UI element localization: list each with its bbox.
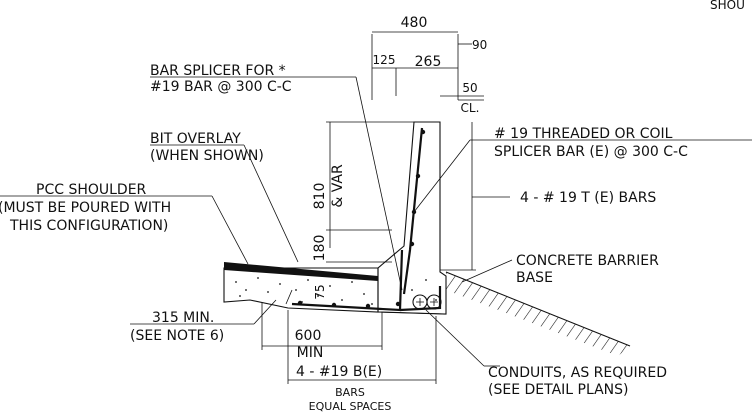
dim-480: 480 <box>401 15 428 31</box>
label-t-bars: 4 - # 19 T (E) BARS <box>520 190 656 206</box>
concrete-barrier <box>377 121 447 315</box>
dim-cl: CL. <box>461 101 480 115</box>
corner-text: SHOU <box>710 0 745 12</box>
label-b-bars-1: 4 - #19 B(E) <box>296 364 382 380</box>
label-bar-splicer-2: #19 BAR @ 300 C-C <box>150 79 292 95</box>
bit-overlay <box>224 262 378 281</box>
dim-75: 75 <box>313 284 327 299</box>
label-315-min: 315 MIN. <box>152 310 214 326</box>
dim-265: 265 <box>415 54 442 70</box>
label-b-bars-2: BARS <box>335 386 365 399</box>
dim-125: 125 <box>373 53 396 67</box>
label-see-note-6: (SEE NOTE 6) <box>130 328 224 344</box>
label-conduits-1: CONDUITS, AS REQUIRED <box>488 365 667 381</box>
label-threaded-2: SPLICER BAR (E) @ 300 C-C <box>494 144 688 160</box>
label-pcc-1: PCC SHOULDER <box>36 182 147 198</box>
label-pcc-3: THIS CONFIGURATION) <box>9 218 168 234</box>
dim-50: 50 <box>462 81 477 95</box>
label-bit-overlay-1: BIT OVERLAY <box>150 131 241 147</box>
dim-600: 600 <box>295 328 322 344</box>
dim-90: 90 <box>472 38 487 52</box>
dim-810: 810 <box>312 183 328 210</box>
label-barrier-1: CONCRETE BARRIER <box>516 253 659 269</box>
labels: BAR SPLICER FOR * #19 BAR @ 300 C-C # 19… <box>0 63 752 412</box>
concrete-stipple <box>235 277 437 305</box>
label-barrier-2: BASE <box>516 270 553 286</box>
label-bit-overlay-2: (WHEN SHOWN) <box>150 148 264 164</box>
reinforcement <box>285 127 442 312</box>
soil-slope <box>445 271 631 356</box>
conduits <box>412 294 442 310</box>
dim-var: & VAR <box>330 164 346 208</box>
dim-min: MIN <box>297 345 324 361</box>
dim-180: 180 <box>312 235 328 262</box>
label-pcc-2: (MUST BE POURED WITH <box>0 200 171 216</box>
vertical-dimensions: 810 & VAR 180 75 <box>312 121 476 300</box>
label-conduits-2: (SEE DETAIL PLANS) <box>488 382 629 398</box>
label-threaded-1: # 19 THREADED OR COIL <box>494 126 673 142</box>
label-b-bars-3: EQUAL SPACES <box>309 400 392 412</box>
top-dimensions: 480 90 125 265 50 CL. <box>371 15 487 115</box>
label-bar-splicer-1: BAR SPLICER FOR * <box>150 63 286 79</box>
